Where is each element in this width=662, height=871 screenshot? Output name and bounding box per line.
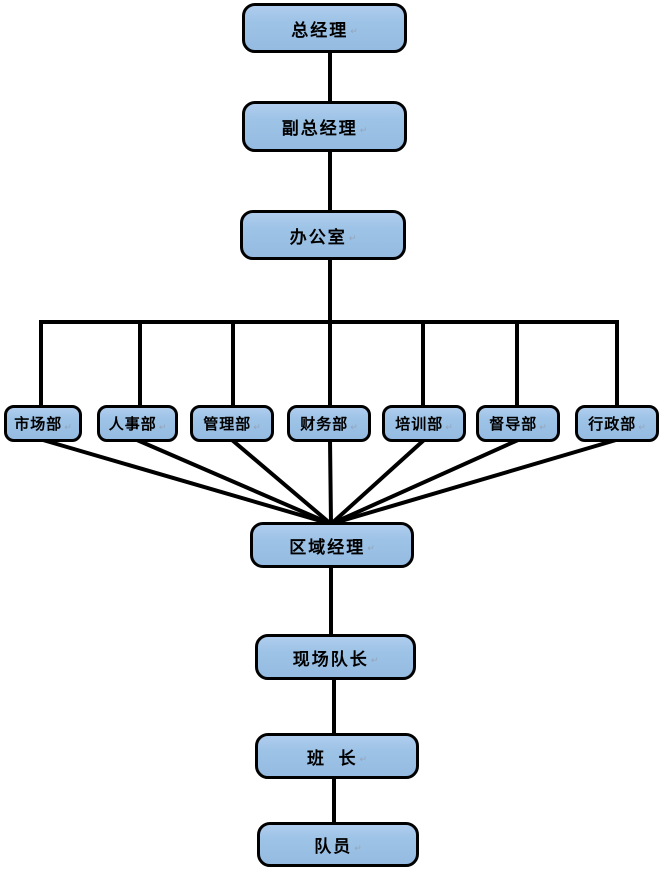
node-office: 办公室↵ xyxy=(240,210,406,260)
node-regional-manager: 区域经理↵ xyxy=(250,522,414,568)
connector xyxy=(41,438,333,526)
node-admin-dept: 行政部↵ xyxy=(575,405,659,442)
node-supervision-dept: 督导部↵ xyxy=(476,405,560,442)
node-label: 管理部 xyxy=(203,417,252,433)
paragraph-mark-icon: ↵ xyxy=(445,422,453,433)
connector xyxy=(135,438,333,526)
node-general-manager: 总经理↵ xyxy=(242,3,407,53)
connector xyxy=(329,438,618,526)
paragraph-mark-icon: ↵ xyxy=(348,234,357,244)
paragraph-mark-icon: ↵ xyxy=(253,422,261,433)
node-label: 区域经理 xyxy=(289,537,366,557)
node-marketing-dept: 市场部↵ xyxy=(4,405,82,442)
node-management-dept: 管理部↵ xyxy=(190,405,274,442)
node-label: 市场部 xyxy=(14,417,63,433)
paragraph-mark-icon: ↵ xyxy=(638,422,646,433)
node-hr-dept: 人事部↵ xyxy=(97,405,178,442)
paragraph-mark-icon: ↵ xyxy=(539,422,547,433)
node-label: 人事部 xyxy=(108,417,157,433)
paragraph-mark-icon: ↵ xyxy=(359,125,368,136)
node-label: 现场队长 xyxy=(292,649,369,669)
paragraph-mark-icon: ↵ xyxy=(64,422,72,433)
paragraph-mark-icon: ↵ xyxy=(359,755,368,765)
node-label: 行政部 xyxy=(588,417,637,433)
node-label: 培训部 xyxy=(395,417,444,433)
node-label: 副总经理 xyxy=(281,119,358,138)
connector xyxy=(230,438,333,526)
node-label: 督导部 xyxy=(489,417,538,433)
node-squad-leader: 班 长↵ xyxy=(255,733,419,779)
node-label: 财务部 xyxy=(300,417,349,433)
paragraph-mark-icon: ↵ xyxy=(350,27,358,37)
paragraph-mark-icon: ↵ xyxy=(350,422,358,433)
paragraph-mark-icon: ↵ xyxy=(158,422,167,433)
node-label: 办公室 xyxy=(289,227,347,247)
paragraph-mark-icon: ↵ xyxy=(370,656,379,666)
node-site-captain: 现场队长↵ xyxy=(255,634,416,680)
node-label: 总经理 xyxy=(291,20,349,40)
node-team-member: 队员↵ xyxy=(257,822,419,867)
paragraph-mark-icon: ↵ xyxy=(354,843,362,854)
node-deputy-general-manager: 副总经理↵ xyxy=(242,101,407,152)
connector xyxy=(328,438,333,526)
node-label: 班 长 xyxy=(306,748,358,768)
node-training-dept: 培训部↵ xyxy=(382,405,466,442)
connector xyxy=(329,438,520,526)
connector xyxy=(329,438,426,526)
node-finance-dept: 财务部↵ xyxy=(287,405,371,442)
node-label: 队员 xyxy=(314,837,353,856)
paragraph-mark-icon: ↵ xyxy=(367,544,375,554)
